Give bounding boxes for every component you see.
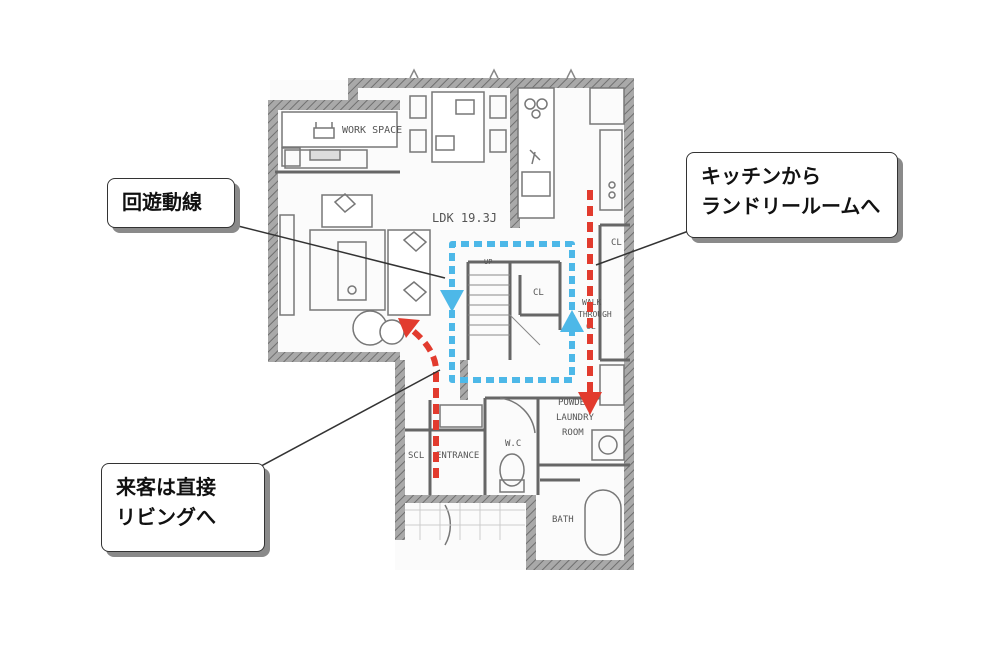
room-labels: WORK SPACE LDK 19.3J UP CL CL WALK THROU…: [342, 125, 622, 525]
callout-loop-flow: 回遊動線: [107, 178, 235, 228]
window-marks: [409, 68, 576, 79]
callout-kitchen-line2: ランドリールームへ: [701, 194, 881, 218]
dining-furniture: [409, 91, 507, 163]
entrance-tiles: [405, 503, 525, 540]
callout-guest: 来客は直接 リビングへ: [101, 463, 265, 552]
kitchen-laundry-path: [578, 190, 602, 415]
label-entrance: ENTRANCE: [436, 451, 479, 461]
label-cl-stair: CL: [533, 288, 544, 298]
stairs: [468, 274, 541, 346]
label-powder-2: LAUNDRY: [556, 413, 595, 423]
label-work-space: WORK SPACE: [342, 125, 402, 136]
work-space-furniture: [281, 111, 398, 169]
label-up: UP: [484, 258, 492, 266]
callout-guest-line1: 来客は直接: [116, 475, 216, 499]
loop-arrow-up: [560, 310, 584, 332]
label-walk-through-2: THROUGH: [578, 310, 612, 319]
label-powder-3: ROOM: [562, 428, 584, 438]
callout-kitchen-line1: キッチンから: [701, 164, 821, 188]
callout-guest-line2: リビングへ: [116, 505, 216, 529]
loop-dashed-route: [449, 241, 575, 383]
kitchen-laundry-arrow: [578, 392, 602, 415]
kitchen-furniture: [517, 87, 625, 219]
interior-walls: [275, 170, 630, 495]
leader-loop: [237, 225, 446, 279]
loop-flow-path: [440, 241, 584, 383]
label-powder-1: POWDER: [558, 398, 591, 408]
fixtures: [439, 364, 625, 556]
loop-arrow-down: [440, 290, 464, 312]
guest-dashed-route: [410, 327, 439, 478]
guest-path: [398, 318, 439, 478]
guest-arrow: [398, 318, 420, 338]
leader-guest: [249, 369, 441, 473]
living-furniture: [279, 192, 431, 346]
label-ldk: LDK 19.3J: [432, 211, 497, 225]
label-scl: SCL: [408, 451, 424, 461]
callout-loop-text: 回遊動線: [122, 190, 202, 214]
callout-kitchen-laundry: キッチンから ランドリールームへ: [686, 152, 898, 238]
label-wc: W.C: [505, 439, 521, 449]
label-cl-right: CL: [611, 238, 622, 248]
label-bath: BATH: [552, 515, 574, 525]
